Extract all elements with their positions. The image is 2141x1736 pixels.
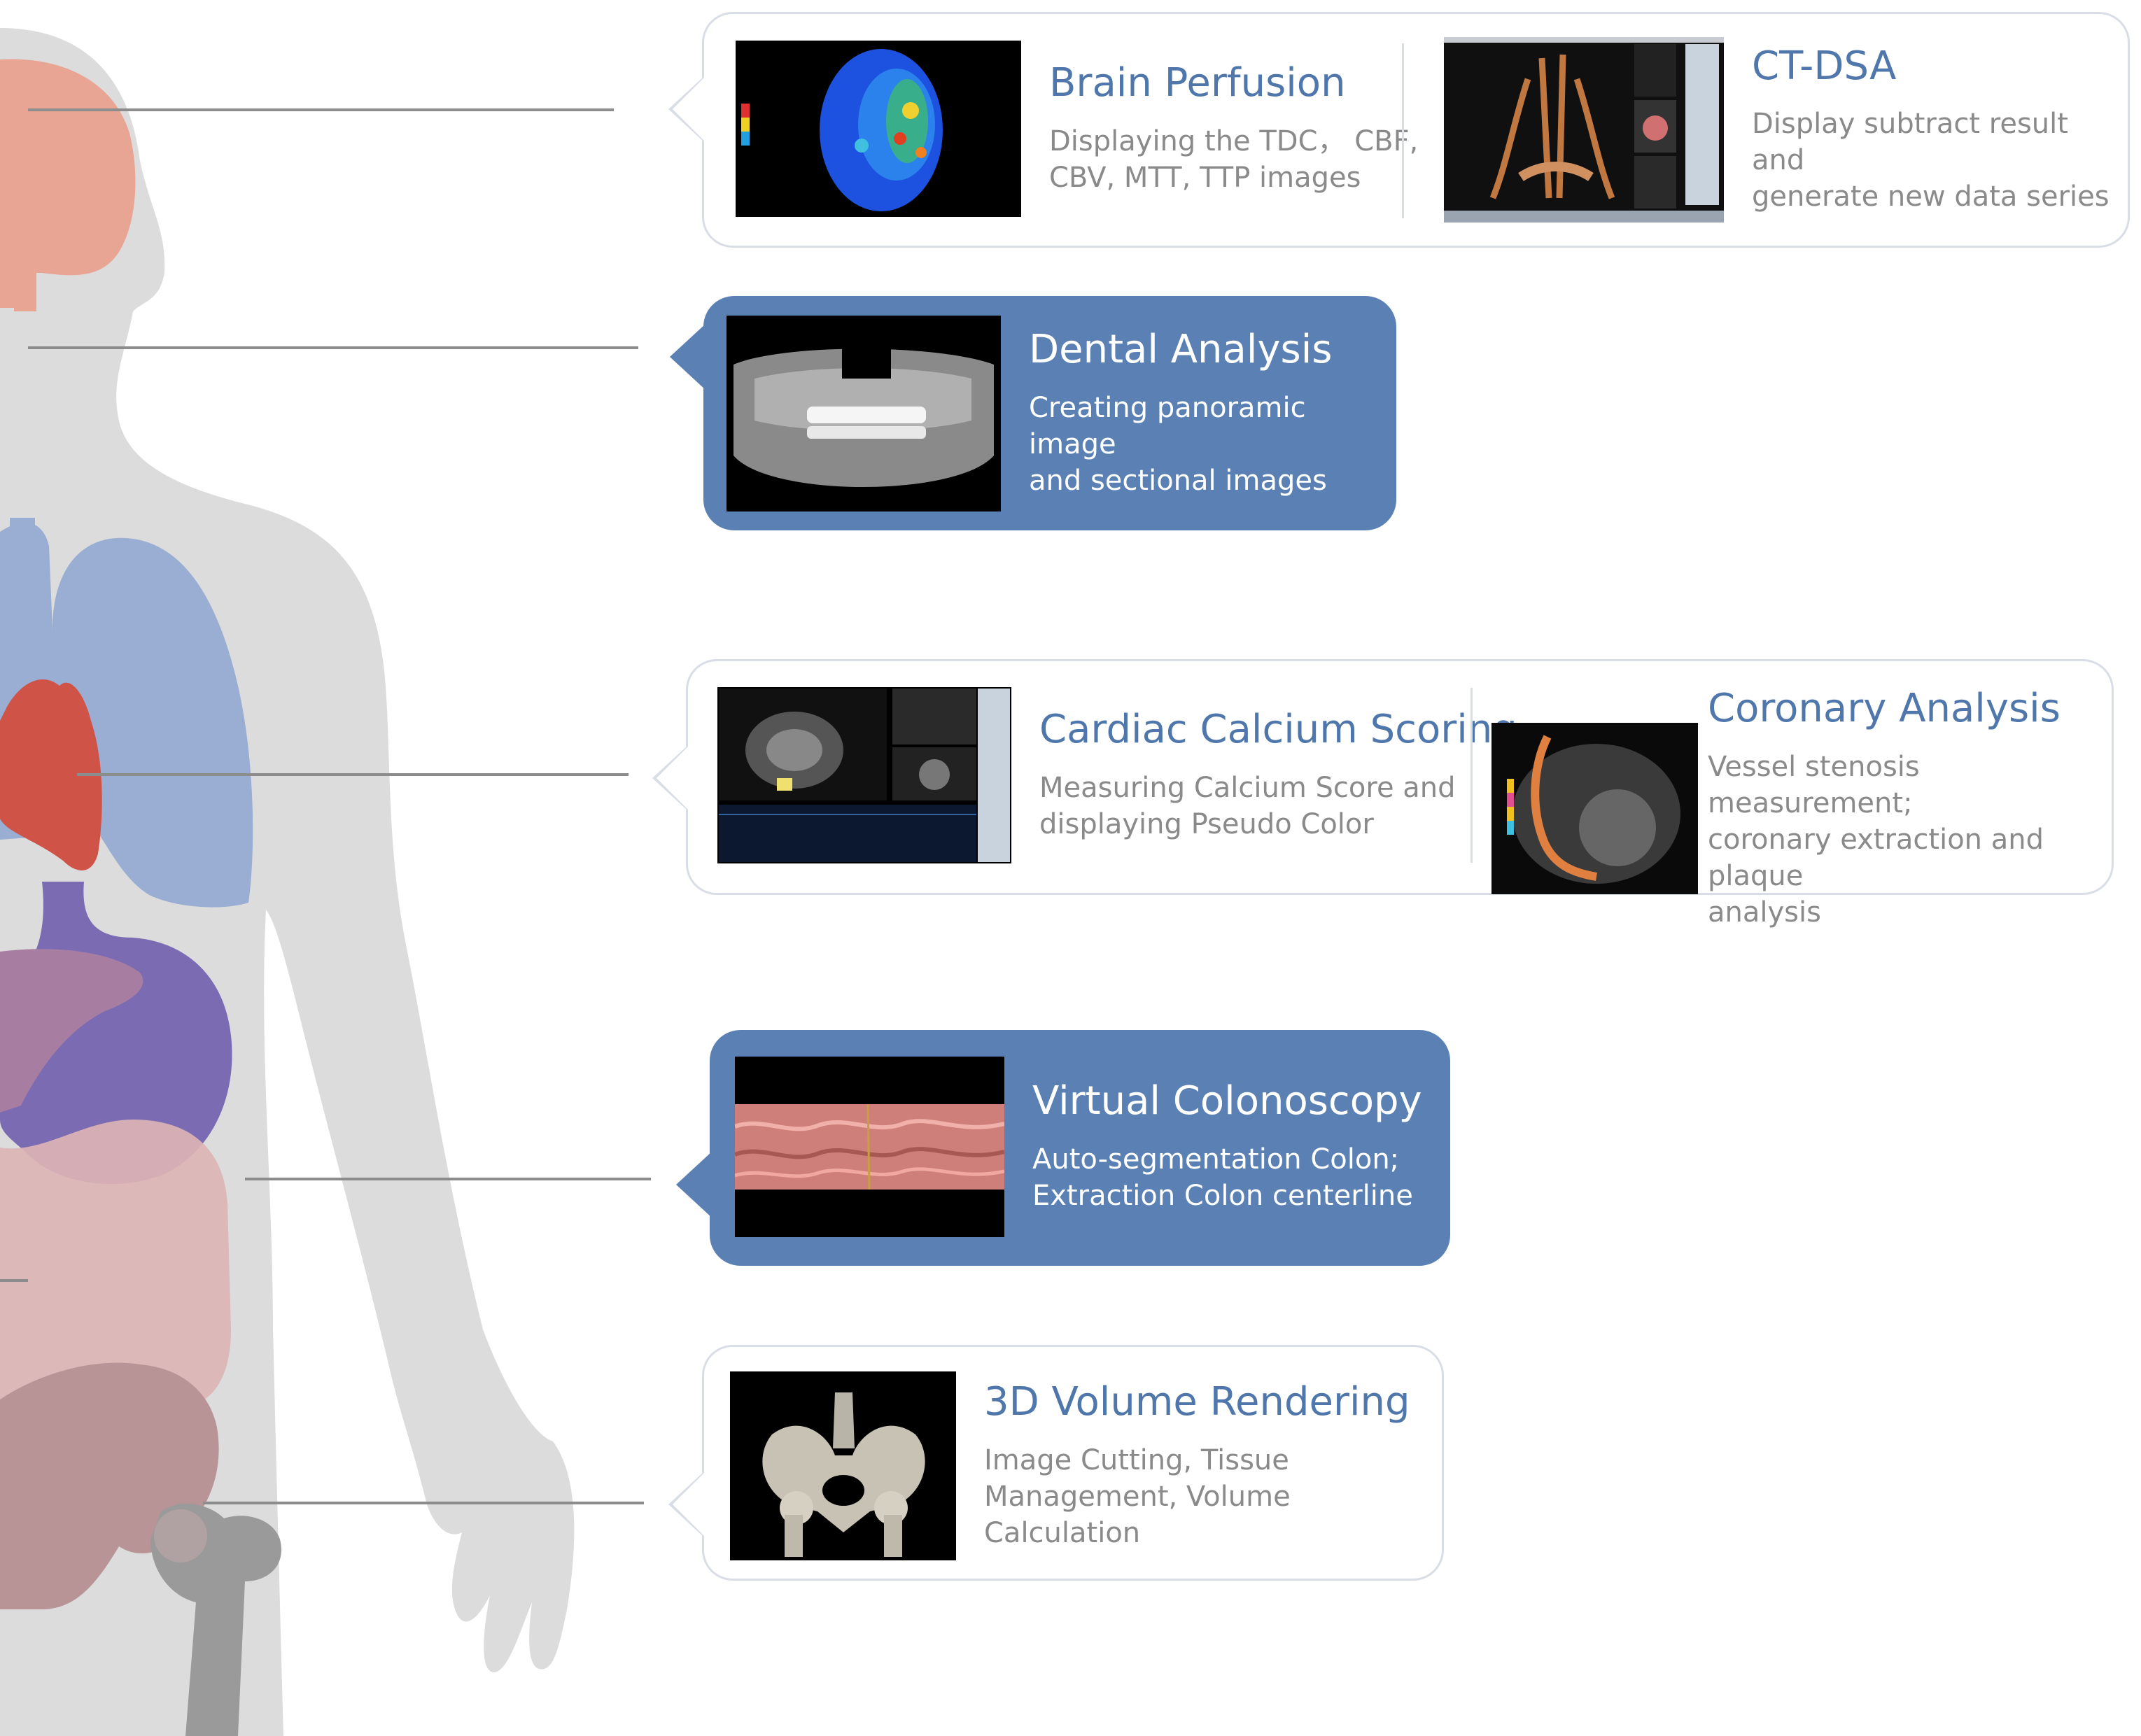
- coronary-vessel-image: [1491, 723, 1698, 895]
- brain-perfusion-map-image: [736, 41, 1021, 217]
- dental-analysis-thumbnail: [726, 316, 1001, 511]
- liver-organ: [0, 949, 143, 1113]
- ct-dsa-title: CT-DSA: [1752, 43, 1897, 89]
- pelvis-3d-render-image: [730, 1371, 956, 1560]
- card-pointer-fill: [673, 76, 706, 143]
- virtual-colonoscopy-title: Virtual Colonoscopy: [1032, 1078, 1422, 1124]
- pelvis-bone: [0, 1362, 219, 1609]
- feature-brain-perfusion[interactable]: Brain Perfusion Displaying the TDC， CBF,…: [736, 41, 1418, 217]
- card-pelvis: 3D Volume Rendering Image Cutting, Tissu…: [702, 1345, 1444, 1581]
- volume-rendering-thumbnail: [730, 1371, 956, 1560]
- card-pointer-fill: [657, 744, 690, 812]
- heart-organ: [0, 679, 102, 870]
- volume-rendering-title: 3D Volume Rendering: [984, 1379, 1410, 1425]
- trachea: [10, 518, 35, 672]
- dental-analysis-desc-line-1: Creating panoramic image: [1029, 391, 1306, 460]
- brain-organ: [0, 59, 136, 308]
- intestines-organ: [0, 1120, 231, 1406]
- card-heart: Cardiac Calcium Scoring Measuring Calciu…: [686, 659, 2114, 929]
- card-pointer: [676, 1151, 713, 1218]
- brain-perfusion-desc-line-2: CBV, MTT, TTP images: [1049, 161, 1361, 194]
- feature-virtual-colonoscopy[interactable]: Virtual Colonoscopy Auto-segmentation Co…: [735, 1057, 1422, 1237]
- card-colon: Virtual Colonoscopy Auto-segmentation Co…: [710, 1030, 1450, 1266]
- volume-rendering-desc-line-2: Management, Volume Calculation: [984, 1480, 1291, 1549]
- feature-dental-analysis[interactable]: Dental Analysis Creating panoramic image…: [726, 316, 1396, 511]
- dental-panoramic-image: [726, 316, 1001, 511]
- brain-perfusion-desc-line-1: Displaying the TDC， CBF,: [1049, 125, 1419, 157]
- ct-dsa-vessel-image: [1444, 37, 1724, 223]
- virtual-colonoscopy-thumbnail: [735, 1057, 1004, 1237]
- cardiac-calcium-desc-line-2: displaying Pseudo Color: [1039, 807, 1374, 840]
- colon-interior-image: [735, 1057, 1004, 1237]
- coronary-analysis-desc-line-1: Vessel stenosis measurement;: [1708, 750, 1920, 819]
- card-dental: Dental Analysis Creating panoramic image…: [703, 296, 1396, 530]
- dental-analysis-title: Dental Analysis: [1029, 327, 1333, 373]
- coronary-analysis-title: Coronary Analysis: [1708, 686, 2061, 731]
- cardiac-calcium-image: [717, 687, 1011, 863]
- ct-dsa-thumbnail: [1444, 37, 1724, 223]
- virtual-colonoscopy-desc-line-1: Auto-segmentation Colon;: [1032, 1143, 1400, 1176]
- hip-joint: [154, 1509, 207, 1562]
- cardiac-calcium-desc-line-1: Measuring Calcium Score and: [1039, 771, 1456, 804]
- virtual-colonoscopy-desc-line-2: Extraction Colon centerline: [1032, 1179, 1413, 1212]
- card-head: Brain Perfusion Displaying the TDC， CBF,…: [702, 12, 2130, 248]
- feature-coronary-analysis[interactable]: Coronary Analysis Vessel stenosis measur…: [1491, 687, 2112, 931]
- brain-perfusion-thumbnail: [736, 41, 1021, 217]
- feature-ct-dsa[interactable]: CT-DSA Display subtract result and gener…: [1444, 37, 2128, 223]
- brain-stem: [14, 269, 36, 311]
- cardiac-calcium-thumbnail: [717, 687, 1011, 863]
- card-pointer: [670, 323, 706, 390]
- feature-cardiac-calcium[interactable]: Cardiac Calcium Scoring Measuring Calciu…: [717, 687, 1517, 863]
- cardiac-calcium-title: Cardiac Calcium Scoring: [1039, 707, 1517, 753]
- feature-divider: [1470, 688, 1473, 863]
- dental-analysis-desc-line-2: and sectional images: [1029, 464, 1327, 497]
- coronary-analysis-desc-line-2: coronary extraction and plaque: [1708, 823, 2044, 892]
- coronary-analysis-desc-line-3: analysis: [1708, 896, 1821, 929]
- card-pointer-fill: [673, 1471, 706, 1538]
- coronary-analysis-thumbnail: [1491, 723, 1698, 895]
- ct-dsa-desc-line-2: generate new data series: [1752, 181, 2110, 213]
- volume-rendering-desc-line-1: Image Cutting, Tissue: [984, 1444, 1289, 1476]
- ct-dsa-desc-line-1: Display subtract result and: [1752, 108, 2068, 177]
- feature-divider: [1402, 43, 1404, 218]
- feature-volume-rendering[interactable]: 3D Volume Rendering Image Cutting, Tissu…: [730, 1371, 1442, 1560]
- brain-perfusion-title: Brain Perfusion: [1049, 60, 1346, 106]
